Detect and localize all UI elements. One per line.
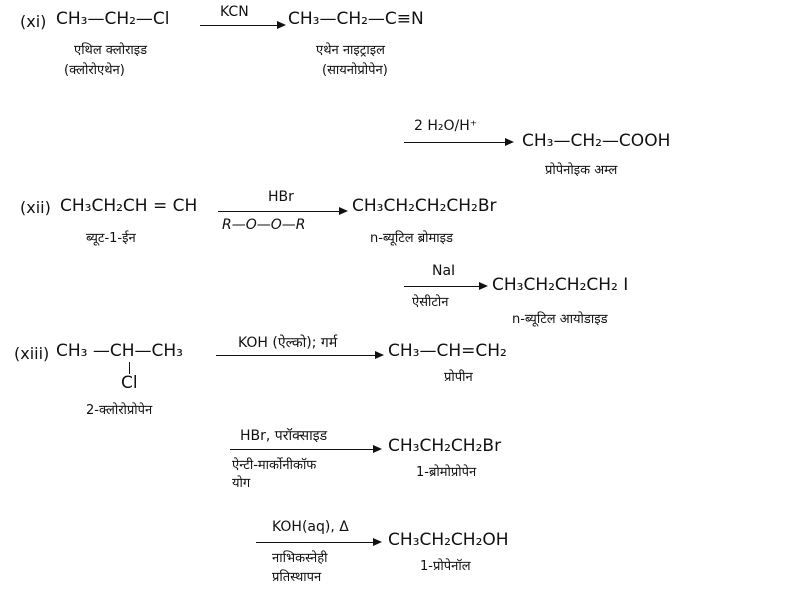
reaction-xiii-r2-arrow <box>230 444 382 453</box>
reaction-xii-step2-arrow <box>404 281 488 290</box>
reaction-xi-reactant-alt: (क्लोरोएथेन) <box>64 63 125 78</box>
reaction-xiii-r3-condition-2: प्रतिस्थापन <box>272 570 322 585</box>
reaction-xi-reactant-name: एथिल क्लोराइड <box>74 43 148 58</box>
reaction-xii-step2-reagent: NaI <box>432 263 456 279</box>
reaction-xii-arrow <box>218 206 348 215</box>
reaction-xi-step2-name: प्रोपेनोइक अम्ल <box>545 163 618 178</box>
reaction-xiii-r3-arrow <box>256 537 382 546</box>
reaction-xiii-r2-condition-1: ऐन्टी-मार्कोनीकॉफ <box>232 458 317 473</box>
reaction-xii-label: (xii) <box>20 198 51 217</box>
reaction-xi-arrow <box>200 20 286 29</box>
reaction-xiii-reactant-name: 2-क्लोरोप्रोपेन <box>86 403 153 418</box>
reaction-xii-product: CH₃CH₂CH₂CH₂Br <box>352 196 497 216</box>
reaction-xi-label: (xi) <box>20 12 47 31</box>
reaction-xi-product-alt: (सायनोप्रोपेन) <box>322 63 388 78</box>
reaction-xiii-r3-condition-1: नाभिकस्नेही <box>272 551 328 566</box>
reaction-xiii-substituent: Cl <box>121 373 138 393</box>
reaction-xiii-r1-reagent: KOH (ऐल्को); गर्म <box>238 335 338 351</box>
reaction-xiii-r2-condition-2: योग <box>232 476 251 491</box>
reaction-xii-step2-name: n-ब्यूटिल आयोडाइड <box>512 312 608 327</box>
reaction-xiii-label: (xiii) <box>14 344 50 363</box>
reaction-xiii-r1-name: प्रोपीन <box>444 370 473 385</box>
reaction-xiii-reactant: CH₃ —CH—CH₃ <box>56 341 183 361</box>
reaction-xiii-r2-reagent: HBr, परॉक्साइड <box>240 428 328 444</box>
reaction-xi-reactant: CH₃—CH₂—Cl <box>56 9 170 29</box>
reaction-xii-reactant: CH₃CH₂CH = CH <box>60 196 198 216</box>
reaction-xiii-r3-name: 1-प्रोपेनॉल <box>420 559 471 574</box>
reaction-xiii-bond-line <box>129 362 130 374</box>
reaction-xii-step2-condition: ऐसीटोन <box>412 295 449 310</box>
reaction-xi-product-name: एथेन नाइट्राइल <box>316 43 385 58</box>
reaction-xi-product: CH₃—CH₂—C≡N <box>288 9 424 29</box>
reaction-xi-step2-arrow <box>404 137 514 146</box>
reaction-xiii-r1-product: CH₃—CH=CH₂ <box>388 341 507 361</box>
reaction-xii-product-name: n-ब्यूटिल ब्रोमाइड <box>370 231 453 246</box>
reaction-xiii-r3-reagent: KOH(aq), Δ <box>272 519 349 535</box>
reaction-xiii-r3-product: CH₃CH₂CH₂OH <box>388 530 509 550</box>
reaction-xiii-r2-product: CH₃CH₂CH₂Br <box>388 436 502 456</box>
reaction-xiii-r2-name: 1-ब्रोमोप्रोपेन <box>416 465 477 480</box>
reaction-xi-reagent: KCN <box>220 4 249 20</box>
reaction-xiii-r1-arrow <box>216 350 384 359</box>
reaction-xi-step2-reagent: 2 H₂O/H⁺ <box>414 118 478 134</box>
reaction-xi-step2-product: CH₃—CH₂—COOH <box>522 131 671 151</box>
reaction-xii-step2-product: CH₃CH₂CH₂CH₂ I <box>492 275 629 295</box>
reaction-xii-reactant-name: ब्यूट-1-ईन <box>86 231 136 246</box>
reaction-xii-condition: R—O—O—R <box>222 217 306 233</box>
reaction-xii-reagent: HBr <box>268 189 294 205</box>
